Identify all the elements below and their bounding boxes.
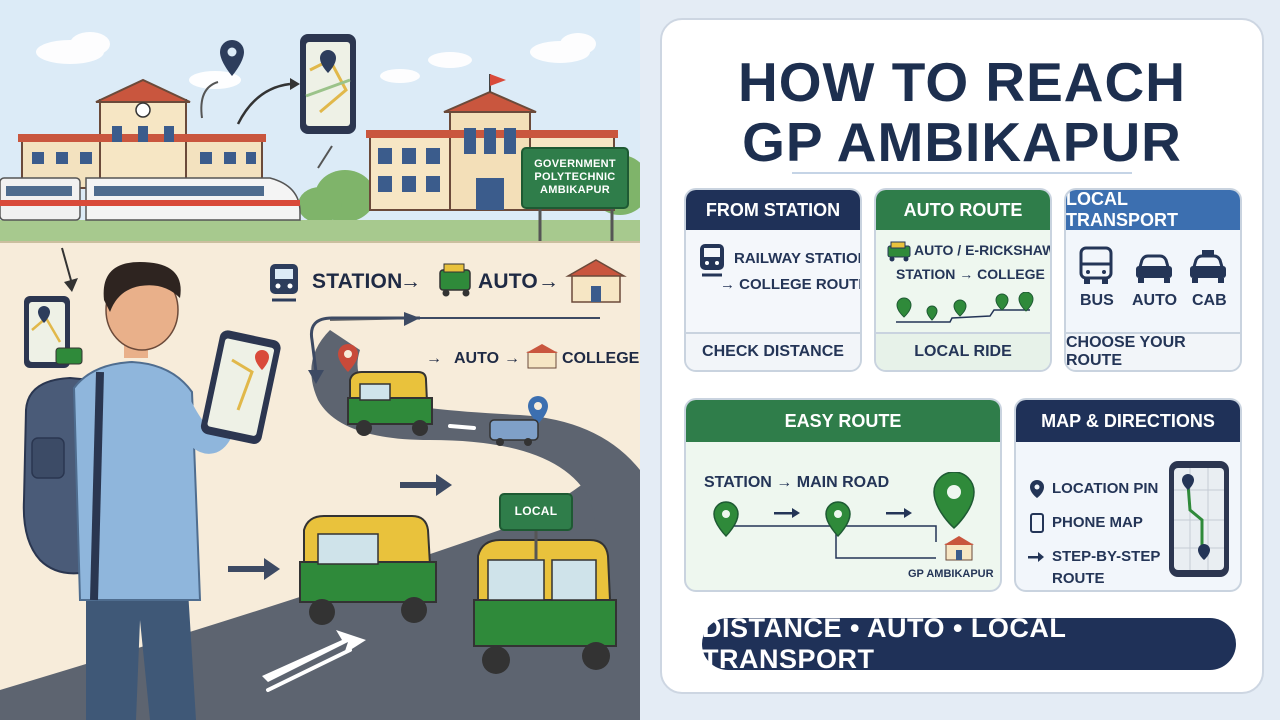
- local-sign-text: LOCAL: [514, 504, 558, 518]
- train: [0, 177, 301, 221]
- easy-route-line: STATION → MAIN ROAD: [704, 474, 890, 491]
- title-divider: [792, 172, 1132, 174]
- map-directions-item: LOCATION PIN: [1052, 480, 1159, 497]
- illustration-scene: [0, 0, 640, 720]
- flow-station-label: STATION: [312, 270, 403, 293]
- curve-arrow: [236, 82, 291, 125]
- auto-rickshaw-icon: [887, 241, 911, 262]
- phone-icon: [1030, 513, 1044, 533]
- flow-arrow: →: [400, 270, 422, 293]
- arrow-right-icon: [1028, 552, 1044, 562]
- auto-rickshaw-large: [473, 539, 617, 674]
- flow-arrow-small: →: [426, 350, 442, 367]
- small-car: [489, 419, 539, 446]
- auto-rickshaw-small: [347, 371, 433, 436]
- flow-arrow: →: [538, 270, 560, 293]
- bus-label: BUS: [1080, 292, 1114, 309]
- train-icon: [700, 244, 724, 277]
- illustration-panel: GOVERNMENT POLYTECHNIC AMBIKAPUR STATION…: [0, 0, 640, 720]
- phone-map-icon: [300, 34, 356, 134]
- map-pin-icon: [220, 40, 244, 76]
- left-phone-map-icon: [24, 296, 83, 368]
- auto-rickshaw: [299, 515, 437, 625]
- phone-map-icon: [1169, 461, 1229, 577]
- from-station-footer: CHECK DISTANCE: [686, 332, 860, 370]
- train-icon: [270, 264, 298, 302]
- small-college-icon: [526, 344, 558, 369]
- auto-route-line: AUTO / E-RICKSHAW: [914, 242, 1052, 258]
- college-sign-line: POLYTECHNIC: [534, 171, 616, 183]
- curve-arrow: [200, 81, 219, 119]
- flow-arrow-small: →: [504, 350, 520, 367]
- easy-route-box: EASY ROUTE STATION → MAIN ROAD: [684, 398, 1002, 592]
- map-directions-box: MAP & DIRECTIONS LOCATION PIN PHONE MAP …: [1014, 398, 1242, 592]
- location-pin-icon: [1030, 480, 1044, 498]
- auto-route-box: AUTO ROUTE AUTO / E-RICKSHAW STATION → C…: [874, 188, 1052, 372]
- college-sign-line: AMBIKAPUR: [540, 184, 610, 196]
- map-directions-item: PHONE MAP: [1052, 514, 1143, 531]
- route-pin-blue: [528, 396, 548, 424]
- college-sign-line: GOVERNMENT: [534, 158, 616, 170]
- cab-icon: [1190, 250, 1226, 283]
- handheld-phone-map: [200, 330, 281, 444]
- auto-route-heading: AUTO ROUTE: [876, 190, 1050, 230]
- auto-route-map: [896, 292, 1034, 323]
- local-transport-box: LOCAL TRANSPORT BUS AUTO CAB CHOOSE: [1064, 188, 1242, 372]
- map-directions-item: ROUTE: [1052, 570, 1105, 587]
- local-transport-footer: CHOOSE YOUR ROUTE: [1066, 332, 1240, 370]
- route-pin-red: [338, 344, 358, 372]
- map-directions-heading: MAP & DIRECTIONS: [1016, 400, 1240, 442]
- from-station-heading: FROM STATION: [686, 190, 860, 230]
- page-title: HOW TO REACH GP AMBIKAPUR: [662, 52, 1262, 172]
- easy-route-destination: GP AMBIKAPUR: [908, 568, 994, 580]
- info-panel: HOW TO REACH GP AMBIKAPUR FROM STATION R…: [640, 0, 1280, 720]
- cab-label: CAB: [1192, 292, 1227, 309]
- road-arrow: [262, 630, 366, 682]
- page-title-line: GP AMBIKAPUR: [742, 111, 1182, 173]
- local-road-sign: [499, 493, 573, 560]
- from-station-line: → COLLEGE ROUTE: [720, 276, 862, 293]
- college-icon: [944, 536, 974, 561]
- flow-auto-label: AUTO: [478, 270, 538, 293]
- bus-icon: [1079, 246, 1113, 284]
- bottom-summary-bar: DISTANCE • AUTO • LOCAL TRANSPORT: [702, 613, 1236, 674]
- traveler-person: [22, 262, 237, 720]
- college-icon: [565, 259, 627, 303]
- from-station-box: FROM STATION RAILWAY STATION → COLLEGE R…: [684, 188, 862, 372]
- from-station-line: RAILWAY STATION: [734, 250, 862, 267]
- college-sign-text: GOVERNMENT POLYTECHNIC AMBIKAPUR: [522, 158, 628, 197]
- cloud: [36, 32, 596, 89]
- flow-auto-small: AUTO: [454, 350, 500, 367]
- auto-label: AUTO: [1132, 292, 1178, 309]
- auto-route-footer: LOCAL RIDE: [876, 332, 1050, 370]
- local-transport-heading: LOCAL TRANSPORT: [1066, 190, 1240, 230]
- car-icon: [1136, 254, 1172, 283]
- auto-rickshaw-icon: [439, 263, 471, 297]
- map-directions-item: STEP-BY-STEP: [1052, 548, 1161, 565]
- info-card: HOW TO REACH GP AMBIKAPUR FROM STATION R…: [660, 18, 1264, 694]
- college-sign-board: [521, 147, 629, 242]
- easy-route-map: [713, 472, 975, 561]
- auto-route-line: STATION → COLLEGE: [896, 266, 1045, 282]
- page-title-line: HOW TO REACH: [738, 51, 1186, 113]
- flow-college-small: COLLEGE: [562, 350, 640, 367]
- easy-route-heading: EASY ROUTE: [686, 400, 1000, 442]
